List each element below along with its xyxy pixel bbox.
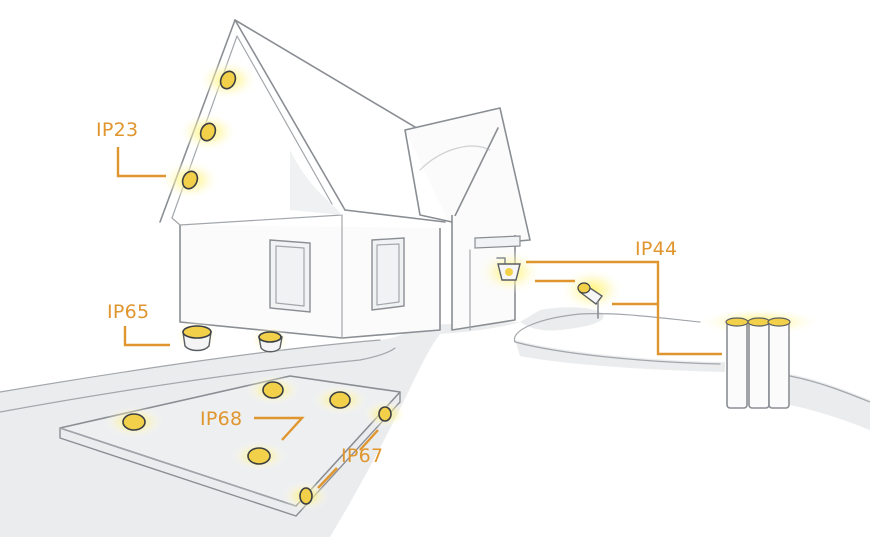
patio-inground-lights [104,375,368,471]
patio-slab [59,375,401,517]
spike-spotlight [560,268,624,319]
ip65-label: IP65 [107,301,150,323]
wall-lantern [478,250,542,294]
patio-edge-lights [282,400,407,511]
ip68-label: IP68 [200,408,243,430]
bollard-lights [698,308,822,409]
roof-downlights [160,60,258,200]
ip67-label: IP67 [341,445,384,467]
wall-uplights [174,320,290,354]
ip23-label: IP23 [96,119,139,141]
ip44-label: IP44 [635,238,678,260]
main-house [159,19,446,339]
label-leaders [116,147,722,489]
side-house [404,107,531,331]
